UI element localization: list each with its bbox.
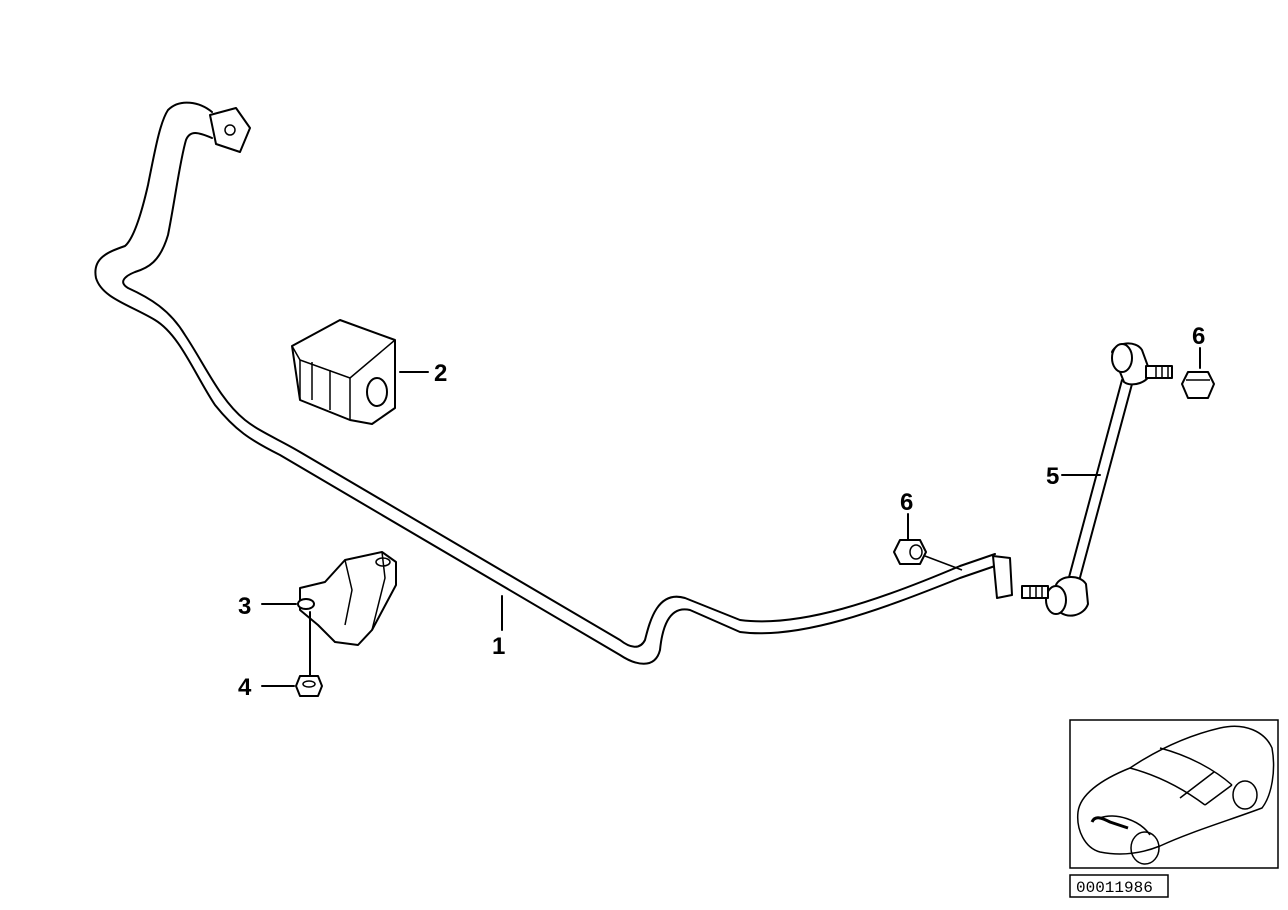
callout-4: 4 bbox=[238, 674, 252, 701]
car-location-icon bbox=[1077, 725, 1275, 865]
rubber-mounting[interactable]: 2 bbox=[291, 319, 447, 425]
collar-nut-6-right[interactable]: 6 bbox=[1181, 323, 1215, 399]
reference-number-box: 00011986 bbox=[1069, 874, 1169, 898]
callout-3: 3 bbox=[238, 593, 251, 620]
callout-6-left: 6 bbox=[900, 489, 913, 516]
collar-nut-6-left[interactable]: 6 bbox=[893, 489, 963, 571]
car-location-inset bbox=[1069, 719, 1279, 869]
callout-2: 2 bbox=[434, 360, 447, 387]
collar-nut-4[interactable]: 4 bbox=[238, 611, 323, 701]
stabilizer-bar[interactable]: 1 bbox=[94, 101, 1013, 665]
callout-6-right: 6 bbox=[1192, 323, 1205, 350]
link[interactable]: 5 bbox=[1021, 342, 1173, 617]
reference-number: 00011986 bbox=[1076, 879, 1153, 897]
bracket[interactable]: 3 bbox=[238, 551, 397, 646]
callout-5: 5 bbox=[1046, 463, 1059, 490]
callout-1: 1 bbox=[492, 633, 505, 660]
